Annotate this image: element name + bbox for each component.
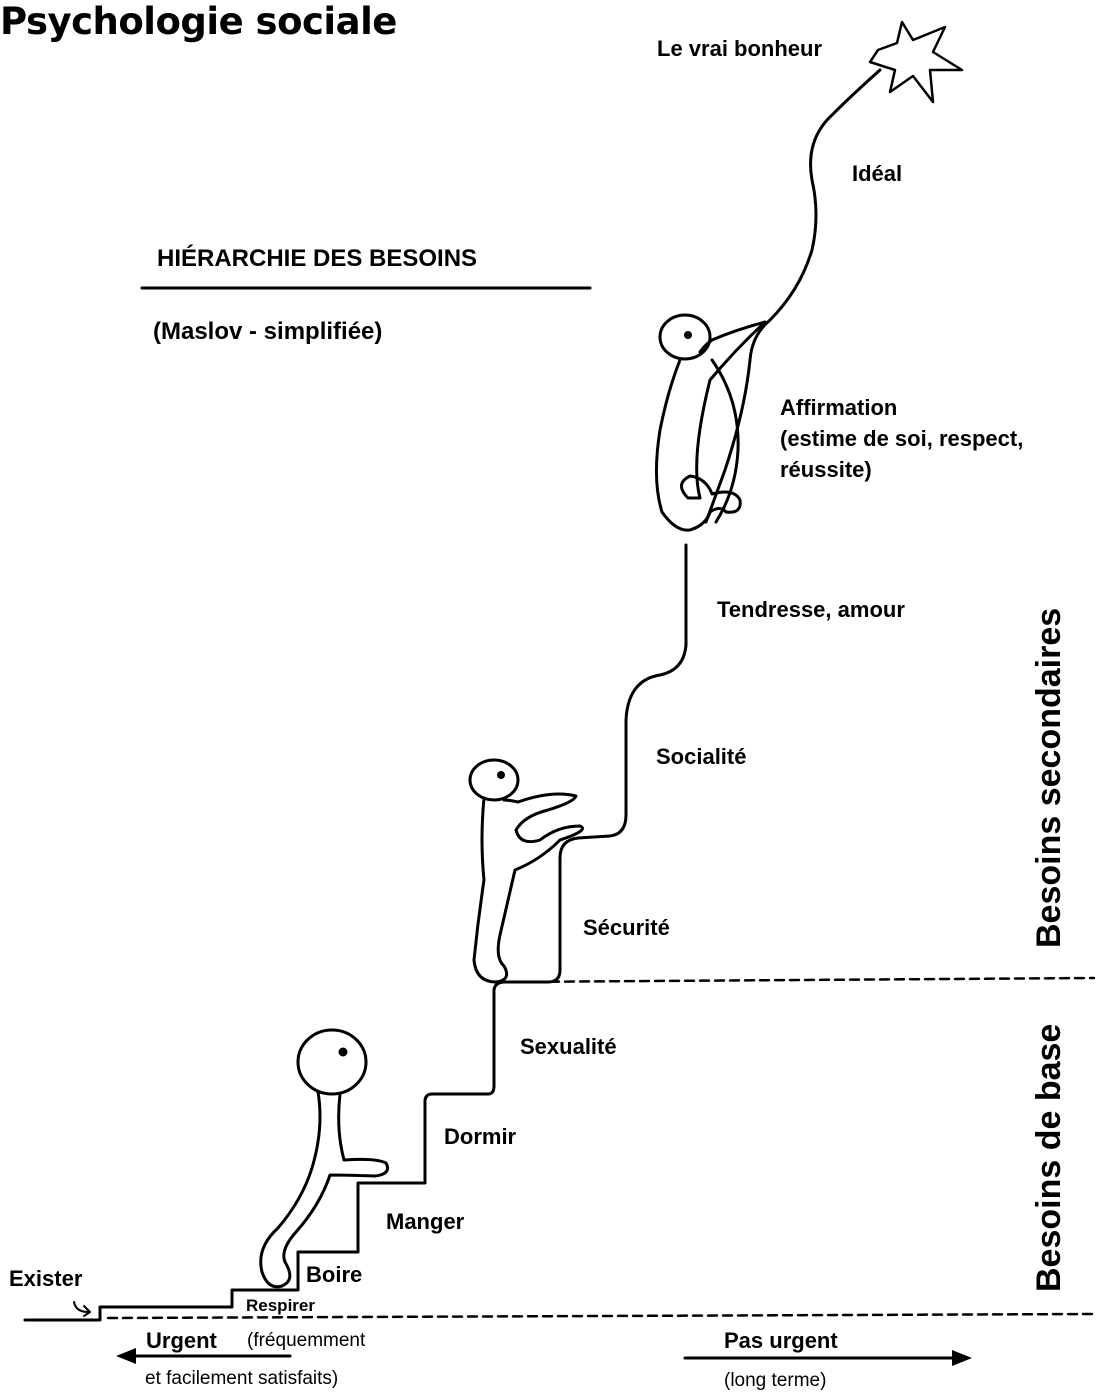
urgent-arrowhead bbox=[116, 1348, 136, 1364]
level-affirmation-detail-2: réussite) bbox=[780, 457, 872, 482]
level-securite: Sécurité bbox=[583, 915, 670, 940]
diagram-heading: HIÉRARCHIE DES BESOINS bbox=[157, 245, 478, 272]
level-exister: Exister bbox=[9, 1266, 83, 1291]
happiness-star bbox=[868, 20, 964, 104]
level-sexualite: Sexualité bbox=[520, 1034, 617, 1059]
base-secondary-divider bbox=[503, 976, 1096, 984]
level-manger: Manger bbox=[386, 1209, 465, 1234]
level-ideal: Idéal bbox=[852, 161, 903, 186]
stairs-line bbox=[23, 988, 496, 1322]
level-affirmation: Affirmation bbox=[780, 395, 898, 420]
secondary-steps bbox=[492, 543, 688, 992]
bottom-divider bbox=[106, 1312, 1096, 1320]
page-title: Psychologie sociale bbox=[0, 0, 397, 43]
axis-pas-urgent: Pas urgent bbox=[724, 1328, 838, 1353]
level-dormir: Dormir bbox=[444, 1124, 517, 1149]
level-affirmation-detail: (estime de soi, respect, bbox=[780, 426, 1024, 451]
level-tendresse: Tendresse, amour bbox=[717, 597, 905, 622]
group-besoins-de-base: Besoins de base bbox=[1030, 1023, 1068, 1292]
axis-urgent-note-2: et facilement satisfaits) bbox=[145, 1368, 339, 1389]
ideal-path bbox=[704, 68, 882, 524]
axis-urgent-note: (fréquemment bbox=[247, 1330, 366, 1351]
level-boire: Boire bbox=[306, 1262, 363, 1287]
exister-arrow bbox=[73, 1301, 89, 1313]
group-besoins-secondaires: Besoins secondaires bbox=[1030, 607, 1068, 948]
axis-urgent: Urgent bbox=[146, 1328, 217, 1353]
figure-climber-middle bbox=[468, 758, 584, 984]
figure-climber-bottom bbox=[259, 1028, 390, 1289]
level-socialite: Socialité bbox=[656, 744, 747, 769]
goal-label: Le vrai bonheur bbox=[657, 36, 823, 61]
level-respirer: Respirer bbox=[246, 1296, 315, 1315]
axis-pas-urgent-note: (long terme) bbox=[724, 1370, 827, 1391]
pas-urgent-arrowhead bbox=[952, 1350, 972, 1366]
diagram-subheading: (Maslov - simplifiée) bbox=[153, 318, 383, 345]
figure-climber-top bbox=[654, 313, 767, 532]
